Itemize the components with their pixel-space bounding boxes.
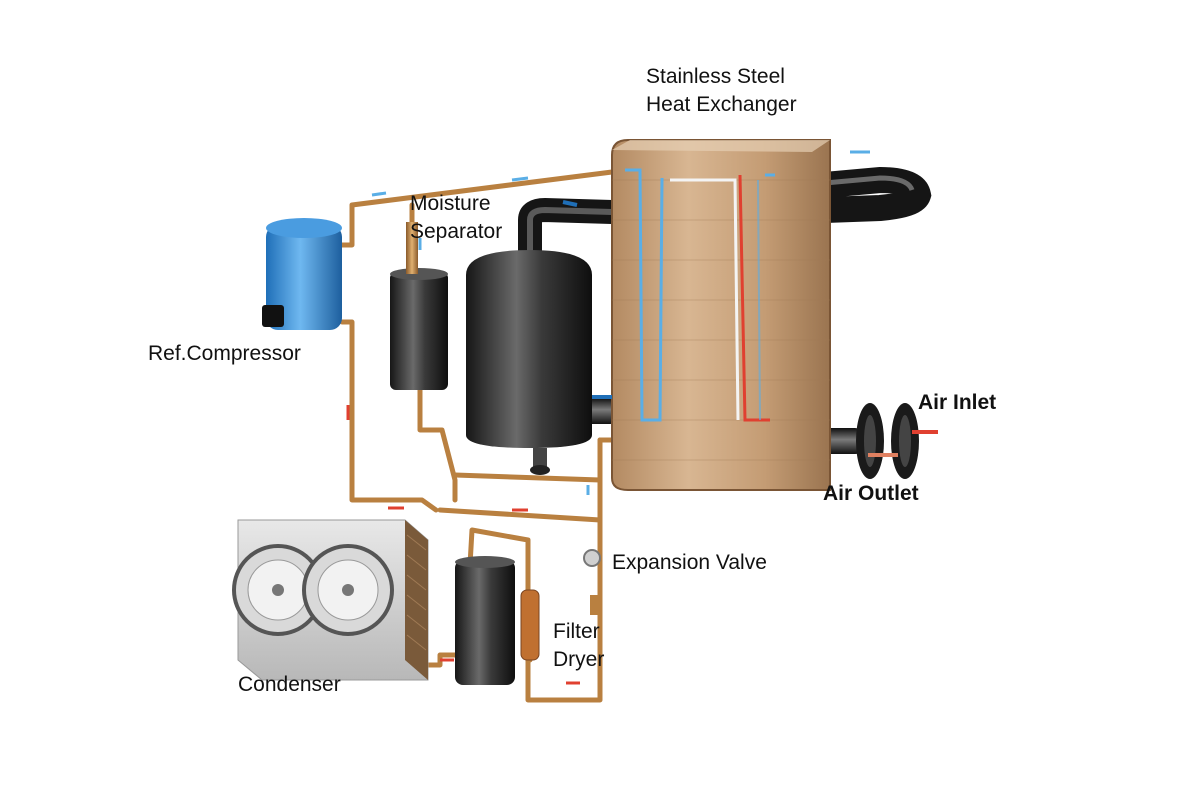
label-moisture-separator: Moisture Separator (410, 190, 502, 246)
expansion-valve (583, 549, 601, 615)
hot-flow-channel (738, 174, 770, 422)
label-filter-dryer-line1: Filter (553, 620, 600, 643)
label-filter-dryer: Filter Dryer (553, 618, 604, 674)
label-compressor: Ref.Compressor (148, 342, 301, 365)
label-heat-exchanger: Stainless Steel Heat Exchanger (646, 63, 797, 119)
white-flow-channel (670, 178, 740, 421)
compressor (262, 218, 342, 330)
label-heat-exchanger-line2: Heat Exchanger (646, 93, 797, 116)
air-piping (518, 166, 932, 454)
moisture-separator (390, 222, 448, 390)
label-moisture-separator-line2: Separator (410, 220, 503, 243)
condenser (232, 519, 429, 681)
receiver-tank (466, 250, 592, 475)
label-condenser: Condenser (238, 673, 341, 696)
accumulator (455, 556, 515, 685)
cold-flow-channel (625, 168, 664, 422)
flow-arrows (346, 150, 938, 685)
label-filter-dryer-line2: Dryer (553, 648, 605, 671)
label-heat-exchanger-line1: Stainless Steel (646, 65, 785, 88)
label-air-inlet: Air Inlet (918, 391, 997, 414)
filter-dryer (520, 589, 540, 661)
label-expansion-valve: Expansion Valve (612, 551, 767, 574)
label-air-outlet: Air Outlet (823, 482, 919, 505)
air-flanges (856, 403, 919, 479)
label-moisture-separator-line1: Moisture (410, 192, 491, 215)
heat-exchanger (611, 139, 831, 491)
